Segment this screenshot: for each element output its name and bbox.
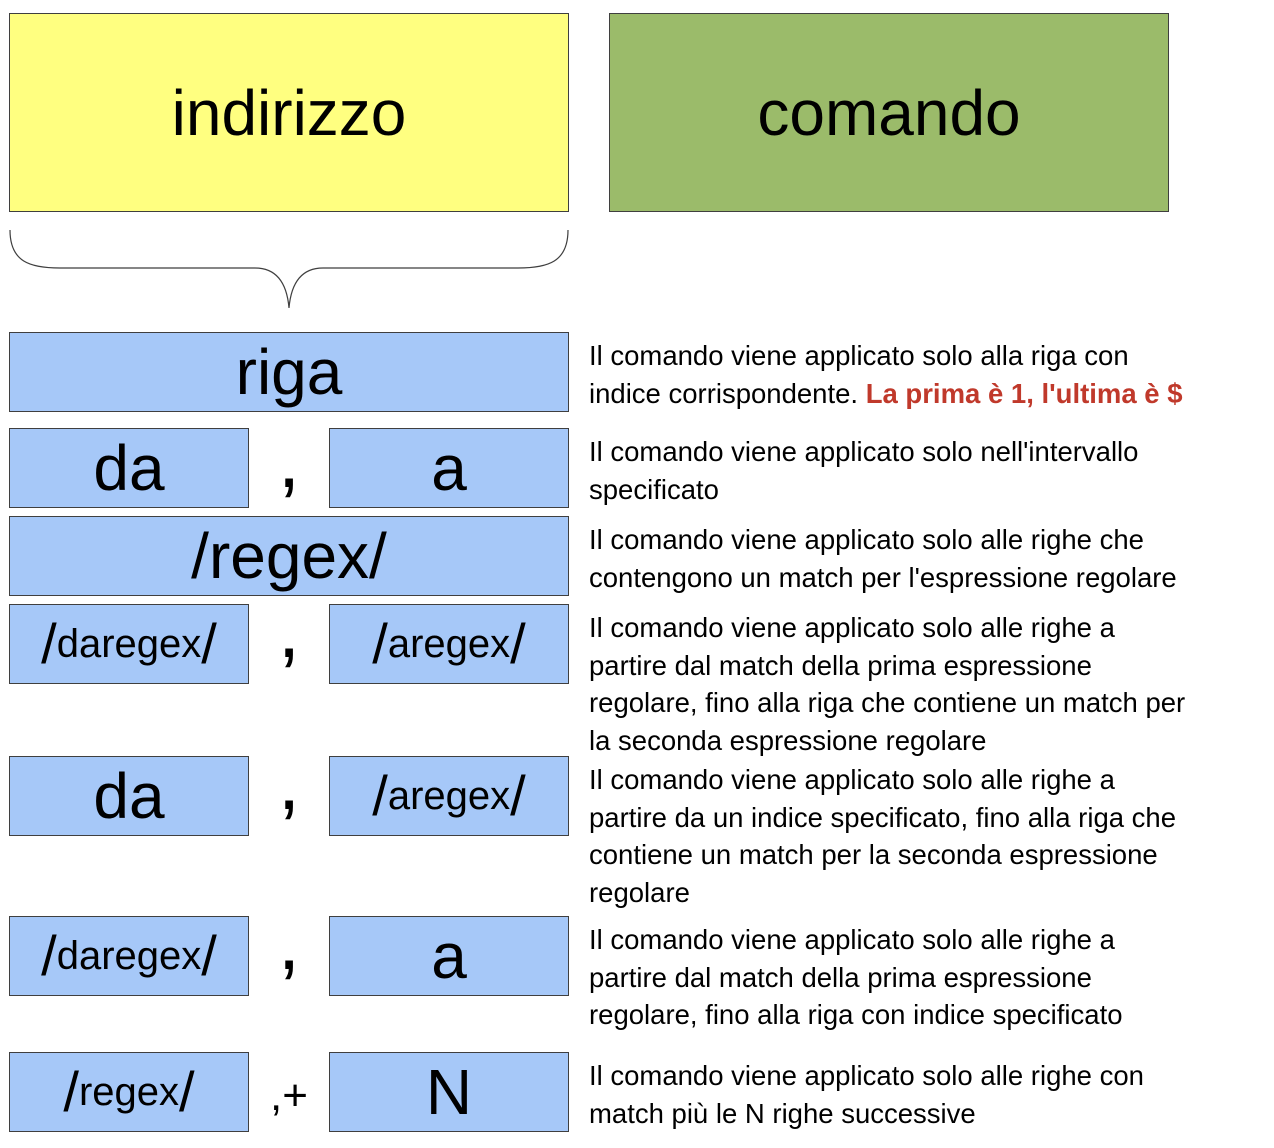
- row-riga-box: riga: [9, 332, 569, 412]
- row-range-separator: ,: [277, 415, 301, 504]
- slash-open: /: [41, 924, 57, 987]
- row-regex-index-description: Il comando viene applicato solo alle rig…: [589, 921, 1269, 1034]
- desc-line: partire da un indice specificato, fino a…: [589, 801, 1177, 833]
- slash-close: /: [510, 764, 526, 827]
- address-label: indirizzo: [171, 76, 407, 149]
- slash-open: /: [372, 764, 388, 827]
- row-riga-label: riga: [235, 336, 343, 408]
- desc-line: regolare, fino alla riga che contiene un…: [589, 687, 1186, 718]
- slash-close: /: [510, 612, 526, 675]
- row-regex-description: Il comando viene applicato solo alle rig…: [589, 521, 1269, 596]
- slash-close: /: [201, 924, 217, 987]
- row-regex-plus-from-label: regex: [78, 1070, 180, 1114]
- desc-line: Il comando viene applicato solo alle rig…: [589, 1060, 1144, 1091]
- row-regex-range-from-label: daregex: [56, 622, 202, 666]
- row-range-to-box: a: [329, 428, 569, 508]
- row-riga-description: Il comando viene applicato solo alla rig…: [589, 337, 1269, 412]
- desc-accent: La prima è 1, l'ultima è $: [865, 377, 1183, 409]
- desc-line: Il comando viene applicato solo alle rig…: [589, 524, 1144, 555]
- row-regex-index-to-label: a: [431, 920, 467, 992]
- desc-line: Il comando viene applicato solo alla rig…: [589, 340, 1129, 371]
- desc-line: partire dal match della prima espression…: [589, 961, 1092, 993]
- desc-line: contengono un match per l'espressione re…: [589, 561, 1177, 593]
- address-box: indirizzo: [9, 13, 569, 212]
- row-regex-range-to-label: aregex: [387, 622, 511, 666]
- desc-line: specificato: [589, 473, 719, 505]
- row-range-from-box: da: [9, 428, 249, 508]
- desc-line: contiene un match per la seconda espress…: [589, 839, 1158, 870]
- slash-open: /: [372, 612, 388, 675]
- row-regex-range-separator: ,: [277, 585, 301, 674]
- slash-open: /: [63, 1060, 79, 1123]
- desc-line-text: indice corrispondente.: [589, 377, 866, 409]
- row-regex-range-from-box: /daregex/: [9, 604, 249, 684]
- desc-line: Il comando viene applicato solo nell'int…: [589, 436, 1139, 467]
- row-regex-index-from-box: /daregex/: [9, 916, 249, 996]
- row-regex-plus-from-box: /regex/: [9, 1052, 249, 1132]
- desc-line: la seconda espressione regolare: [589, 724, 987, 756]
- row-range-from-label: da: [93, 432, 165, 504]
- row-regex-plus-count-box: N: [329, 1052, 569, 1132]
- row-range-description: Il comando viene applicato solo nell'int…: [589, 433, 1269, 508]
- row-regex-index-to-box: a: [329, 916, 569, 996]
- row-regex-index-separator: ,: [277, 897, 301, 986]
- desc-line: match più le N righe successive: [589, 1097, 976, 1129]
- slash-open: /: [41, 612, 57, 675]
- row-index-regex-description: Il comando viene applicato solo alle rig…: [589, 761, 1269, 911]
- slash-close: /: [179, 1060, 195, 1123]
- command-label: comando: [757, 76, 1021, 149]
- desc-line: regolare: [589, 876, 690, 908]
- desc-line: Il comando viene applicato solo alle rig…: [589, 612, 1115, 643]
- command-box: comando: [609, 13, 1169, 212]
- slash-close: /: [201, 612, 217, 675]
- desc-line: regolare, fino alla riga con indice spec…: [589, 999, 1123, 1030]
- row-index-regex-from-label: da: [93, 760, 165, 832]
- row-regex-plus-count-label: N: [425, 1056, 473, 1128]
- row-regex-index-from-label: daregex: [56, 934, 202, 978]
- row-range-to-label: a: [431, 432, 467, 504]
- row-regex-range-description: Il comando viene applicato solo alle rig…: [589, 609, 1269, 759]
- desc-line: partire dal match della prima espression…: [589, 649, 1092, 681]
- desc-line: indice corrispondente. La prima è 1, l'u…: [589, 375, 1269, 413]
- desc-line: Il comando viene applicato solo alle rig…: [589, 924, 1115, 955]
- desc-line: Il comando viene applicato solo alle rig…: [589, 764, 1115, 795]
- row-index-regex-to-label: aregex: [387, 774, 511, 818]
- row-regex-box: /regex/: [9, 516, 569, 596]
- row-regex-label: /regex/: [191, 520, 387, 592]
- row-regex-plus-description: Il comando viene applicato solo alle rig…: [589, 1057, 1269, 1132]
- row-index-regex-from-box: da: [9, 756, 249, 836]
- row-regex-range-to-box: /aregex/: [329, 604, 569, 684]
- row-index-regex-to-box: /aregex/: [329, 756, 569, 836]
- row-index-regex-separator: ,: [277, 737, 301, 826]
- row-regex-plus-separator: ,+: [270, 1071, 308, 1120]
